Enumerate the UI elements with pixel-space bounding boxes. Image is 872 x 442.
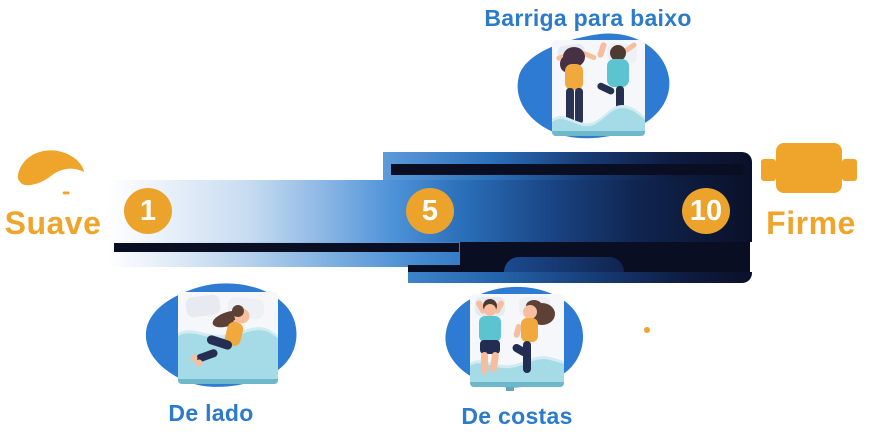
scale-upper-bracket-line bbox=[391, 164, 743, 175]
side-sleeper-illustration bbox=[145, 283, 297, 387]
person-back-left bbox=[476, 299, 504, 374]
scale-lower-connector bbox=[408, 265, 462, 272]
stomach-position-label: Barriga para baixo bbox=[484, 5, 692, 31]
scale-tick-5: 5 bbox=[406, 188, 454, 234]
bed bbox=[552, 40, 645, 136]
scale-wave-decoration bbox=[504, 257, 624, 272]
bed-base bbox=[552, 131, 645, 136]
bed bbox=[470, 294, 564, 391]
back-position-label: De costas bbox=[461, 403, 573, 429]
scale-tick-1: 1 bbox=[124, 188, 172, 234]
side-position-label: De lado bbox=[168, 400, 254, 426]
bed-leg bbox=[506, 387, 514, 391]
bed-base bbox=[470, 382, 564, 387]
blanket bbox=[470, 359, 564, 387]
back-sleepers-illustration bbox=[445, 286, 584, 391]
bed-base bbox=[178, 379, 278, 384]
person-back-right bbox=[512, 300, 555, 373]
person-stomach-left bbox=[556, 47, 597, 126]
scale-lower-right-bracket bbox=[408, 272, 752, 283]
blanket bbox=[178, 330, 278, 384]
stomach-sleepers-illustration bbox=[517, 33, 670, 139]
sparkle-dot-decoration bbox=[644, 327, 650, 333]
weight-icon bbox=[761, 143, 857, 193]
feather-icon bbox=[17, 150, 85, 195]
pillow bbox=[185, 294, 221, 318]
soft-end-label: Suave bbox=[4, 205, 102, 241]
blanket bbox=[552, 108, 645, 136]
firm-end-label: Firme bbox=[766, 205, 856, 241]
bed bbox=[178, 292, 278, 384]
scale-lower-left-bracket-line bbox=[114, 243, 459, 252]
person-side bbox=[190, 305, 250, 367]
scale-tick-10: 10 bbox=[682, 188, 730, 234]
